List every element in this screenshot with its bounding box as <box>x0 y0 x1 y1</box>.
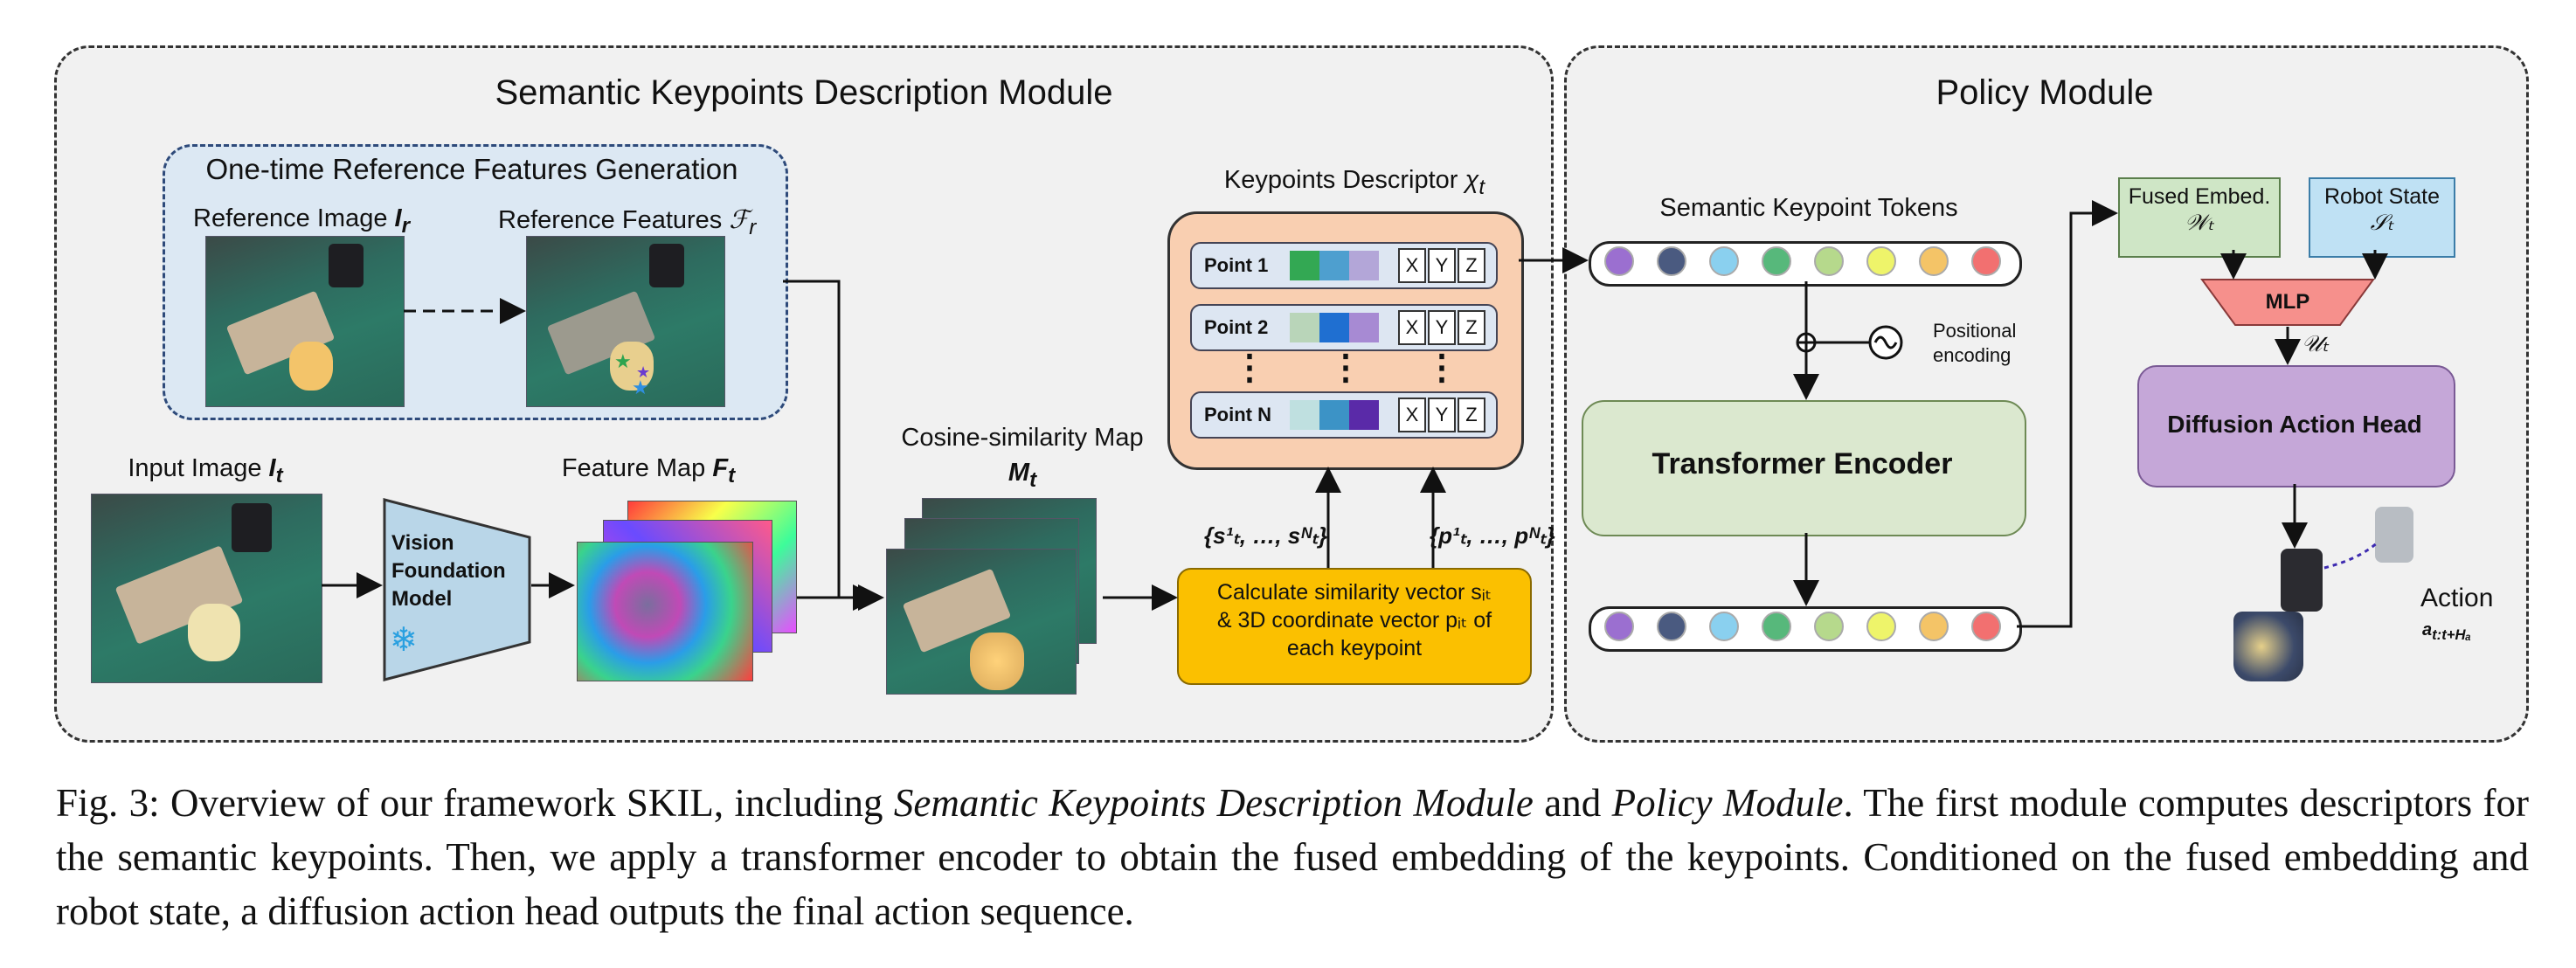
transformer-encoder-label: Transformer Encoder <box>1652 447 1953 481</box>
point-1-seg-2 <box>1319 251 1349 280</box>
token-dot <box>1971 246 2001 276</box>
y-cell: Y <box>1428 310 1456 345</box>
action-gripper-1 <box>2281 549 2323 612</box>
point-1-seg-1 <box>1290 251 1319 280</box>
token-dot <box>1762 246 1791 276</box>
action-gripper-2 <box>2375 507 2413 563</box>
policy-module-title: Policy Module <box>1935 73 2154 112</box>
x-cell: X <box>1398 248 1426 283</box>
token-dot <box>1814 246 1844 276</box>
y-cell: Y <box>1428 398 1456 432</box>
action-label: Action <box>2420 584 2494 612</box>
point-n-seg-3 <box>1349 400 1379 430</box>
token-dot <box>1657 612 1686 641</box>
point-n-seg-2 <box>1319 400 1349 430</box>
point-2-seg-3 <box>1349 313 1379 342</box>
vdots-mid: ⋮ <box>1328 349 1363 387</box>
point-2-seg-2 <box>1319 313 1349 342</box>
token-dot <box>1762 612 1791 641</box>
ref-feat-to-sim <box>783 280 879 611</box>
token-dot <box>1604 612 1634 641</box>
vdots-left: ⋮ <box>1232 349 1267 387</box>
token-dot <box>1919 612 1949 641</box>
robot-state-box: Robot State 𝒮ₜ <box>2309 177 2455 258</box>
token-dot <box>1971 612 2001 641</box>
action-mug <box>2233 612 2303 681</box>
cosine-map-label: Cosine-similarity Map <box>901 424 1144 452</box>
calculate-vectors-box: Calculate similarity vector sᵢₜ & 3D coo… <box>1177 568 1532 685</box>
reference-features-image: ★ ★ ★ <box>526 236 725 407</box>
token-dot <box>1814 612 1844 641</box>
point-row-n: Point N X Y Z <box>1190 391 1498 439</box>
action-trajectory <box>2323 540 2380 570</box>
figure-caption: Fig. 3: Overview of our framework SKIL, … <box>56 781 2529 933</box>
diffusion-action-head-label: Diffusion Action Head <box>2167 411 2422 438</box>
cosine-map-layer-1 <box>886 549 1077 695</box>
coordinate-set-label: {p¹ₜ, …, pᴺₜ} <box>1430 522 1555 549</box>
vdots-right: ⋮ <box>1424 349 1459 387</box>
cosine-map-symbol: Mt <box>1008 459 1037 492</box>
keypoints-descriptor-label: Keypoints Descriptor χt <box>1223 166 1485 199</box>
feature-map-layer-1 <box>577 542 753 681</box>
tokens-label: Semantic Keypoint Tokens <box>1659 194 1958 222</box>
similarity-set-label: {s¹ₜ, …, sᴺₜ} <box>1204 522 1327 549</box>
z-cell: Z <box>1458 248 1485 283</box>
x-cell: X <box>1398 398 1426 432</box>
point-1-seg-3 <box>1349 251 1379 280</box>
mlp-label: MLP <box>2265 290 2310 314</box>
token-dot <box>1919 246 1949 276</box>
positional-encoding-label: Positional encoding <box>1933 320 2017 366</box>
y-cell: Y <box>1428 248 1456 283</box>
snowflake-icon: ❄ <box>390 622 418 659</box>
reference-image <box>205 236 405 407</box>
token-dot <box>1866 612 1896 641</box>
point-2-seg-1 <box>1290 313 1319 342</box>
token-dot <box>1657 246 1686 276</box>
diffusion-action-head-box <box>2137 365 2455 487</box>
feature-map-label: Feature Map Ft <box>561 454 736 487</box>
point-row-2: Point 2 X Y Z <box>1190 304 1498 351</box>
reference-features-label: Reference Features ℱr <box>498 206 757 239</box>
mlp-shape <box>2200 279 2375 326</box>
tokens-to-fused <box>2017 200 2118 628</box>
input-image <box>91 494 322 683</box>
vfm-label: Vision Foundation Model <box>391 531 506 611</box>
reference-image-label: Reference Image Ir <box>193 204 410 238</box>
point-row-1: Point 1 X Y Z <box>1190 242 1498 289</box>
point-1-label: Point 1 <box>1204 254 1269 276</box>
x-cell: X <box>1398 310 1426 345</box>
action-symbol: at:t+Hₐ <box>2422 620 2471 643</box>
input-image-label: Input Image It <box>128 454 283 487</box>
point-n-seg-1 <box>1290 400 1319 430</box>
transformer-encoder-box <box>1582 400 2026 536</box>
fused-embed-box: Fused Embed. 𝒲ₜ <box>2118 177 2281 258</box>
u-label: 𝒰ₜ <box>2302 330 2330 356</box>
arrows-layer <box>322 200 2388 628</box>
z-cell: Z <box>1458 398 1485 432</box>
reference-group-title: One-time Reference Features Generation <box>205 153 738 185</box>
token-dot <box>1604 246 1634 276</box>
point-2-label: Point 2 <box>1204 316 1269 338</box>
semantic-module-title: Semantic Keypoints Description Module <box>495 73 1113 112</box>
token-dot <box>1866 246 1896 276</box>
vision-foundation-model <box>383 498 531 681</box>
token-dot <box>1709 612 1739 641</box>
point-n-label: Point N <box>1204 404 1271 425</box>
token-dot <box>1709 246 1739 276</box>
z-cell: Z <box>1458 310 1485 345</box>
